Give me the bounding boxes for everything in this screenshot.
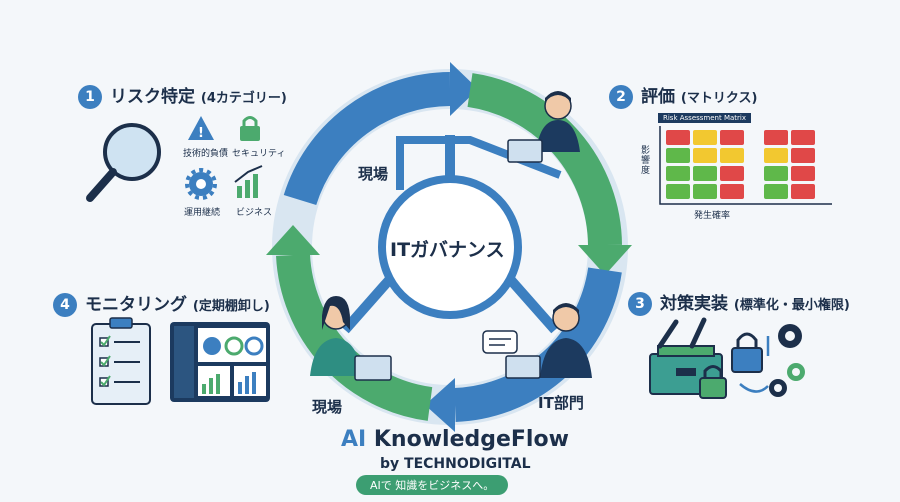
- role-label-bottom-left: 現場: [312, 398, 343, 416]
- brand-tagline: AIで 知識をビジネスへ。: [356, 475, 509, 495]
- lock-icon-small: [699, 365, 727, 399]
- step-2-heading: 2 評価 (マトリクス): [609, 82, 757, 109]
- cycle-arrowhead-bottom: [425, 378, 455, 432]
- cycle-arrow-top-left: [283, 72, 451, 206]
- brand-name: AI KnowledgeFlow: [341, 427, 569, 452]
- brand-byline: by TECHNODIGITAL: [380, 456, 531, 472]
- matrix-title: Risk Assessment Matrix: [658, 113, 751, 123]
- matrix-right-cell: [791, 184, 815, 199]
- cycle-arrows-icon: [739, 336, 770, 393]
- matrix-x-label: 発生確率: [694, 211, 731, 221]
- matrix-left-cell: [720, 148, 744, 163]
- svg-text:!: !: [198, 126, 204, 141]
- cycle-arrowhead-top: [450, 62, 478, 116]
- step-3-illustration: [649, 317, 805, 399]
- matrix-right-cell: [764, 148, 788, 163]
- matrix-y-label: 影響度: [641, 146, 651, 176]
- risk-category-operations: 運用継続: [184, 208, 221, 218]
- step-4-illustration: [91, 317, 270, 405]
- cycle-arrowhead-right: [578, 245, 632, 275]
- clipboard-checklist-icon: [91, 317, 151, 405]
- step-4-badge: 4: [53, 293, 77, 317]
- matrix-left-cell: [666, 148, 690, 163]
- step-4-title: モニタリング: [85, 295, 187, 315]
- cycle-arrowhead-left: [266, 225, 320, 255]
- risk-category-business: ビジネス: [236, 208, 273, 218]
- brand-rest: KnowledgeFlow: [366, 427, 569, 452]
- role-label-bottom-right: IT部門: [538, 394, 584, 412]
- step-1-subtitle: (4カテゴリー): [200, 91, 287, 106]
- gear-icon: [185, 168, 217, 200]
- step-3-subtitle: (標準化・最小権限): [733, 298, 850, 313]
- role-label-top-left: 現場: [358, 165, 389, 183]
- matrix-left-cell: [666, 184, 690, 199]
- person-bottom-left: [310, 296, 392, 381]
- matrix-right-cell: [764, 184, 788, 199]
- matrix-left-cell: [693, 148, 717, 163]
- matrix-right-cell: [764, 130, 788, 145]
- magnifier-icon: [86, 123, 161, 202]
- chart-up-icon: [234, 165, 263, 198]
- matrix-left-cell: [693, 184, 717, 199]
- step-1-title: リスク特定: [110, 87, 195, 107]
- gear-icon-pair: [769, 324, 805, 397]
- brand-ai: AI: [341, 427, 367, 452]
- lock-icon: [240, 116, 260, 141]
- risk-matrix-grid: [659, 126, 832, 205]
- step-2-subtitle: (マトリクス): [680, 91, 758, 106]
- matrix-right-cell: [764, 166, 788, 181]
- step-3-heading: 3 対策実装 (標準化・最小権限): [628, 289, 850, 316]
- hub-label: ITガバナンス: [390, 239, 505, 261]
- matrix-left-cell: [693, 130, 717, 145]
- step-4-heading: 4 モニタリング (定期棚卸し): [53, 290, 270, 317]
- step-1-heading: 1 リスク特定 (4カテゴリー): [78, 82, 287, 109]
- step-1-badge: 1: [78, 85, 102, 109]
- matrix-right-cell: [791, 130, 815, 145]
- risk-category-security: セキュリティ: [232, 149, 286, 159]
- dashboard-monitor-icon: [170, 322, 270, 402]
- step-2-title: 評価: [641, 87, 675, 107]
- risk-category-technical-debt: 技術的負債: [183, 149, 229, 159]
- lock-icon-large: [731, 332, 763, 373]
- person-bottom-right: [482, 303, 592, 379]
- matrix-left-cell: [720, 130, 744, 145]
- hub-circle: [378, 175, 522, 319]
- matrix-left-cell: [666, 166, 690, 181]
- step-3-title: 対策実装: [660, 294, 728, 314]
- step-2-badge: 2: [609, 85, 633, 109]
- step-4-subtitle: (定期棚卸し): [192, 299, 270, 314]
- wrench-icon: [657, 317, 707, 349]
- matrix-left-cell: [720, 184, 744, 199]
- step-1-illustration: !: [86, 116, 263, 202]
- step-3-badge: 3: [628, 292, 652, 316]
- matrix-axes: [659, 126, 832, 205]
- person-top-right: [507, 91, 580, 163]
- matrix-left-cell: [720, 166, 744, 181]
- matrix-right-cell: [791, 166, 815, 181]
- matrix-left-cell: [693, 166, 717, 181]
- matrix-right-cell: [791, 148, 815, 163]
- warning-icon: !: [188, 116, 214, 141]
- matrix-left-cell: [666, 130, 690, 145]
